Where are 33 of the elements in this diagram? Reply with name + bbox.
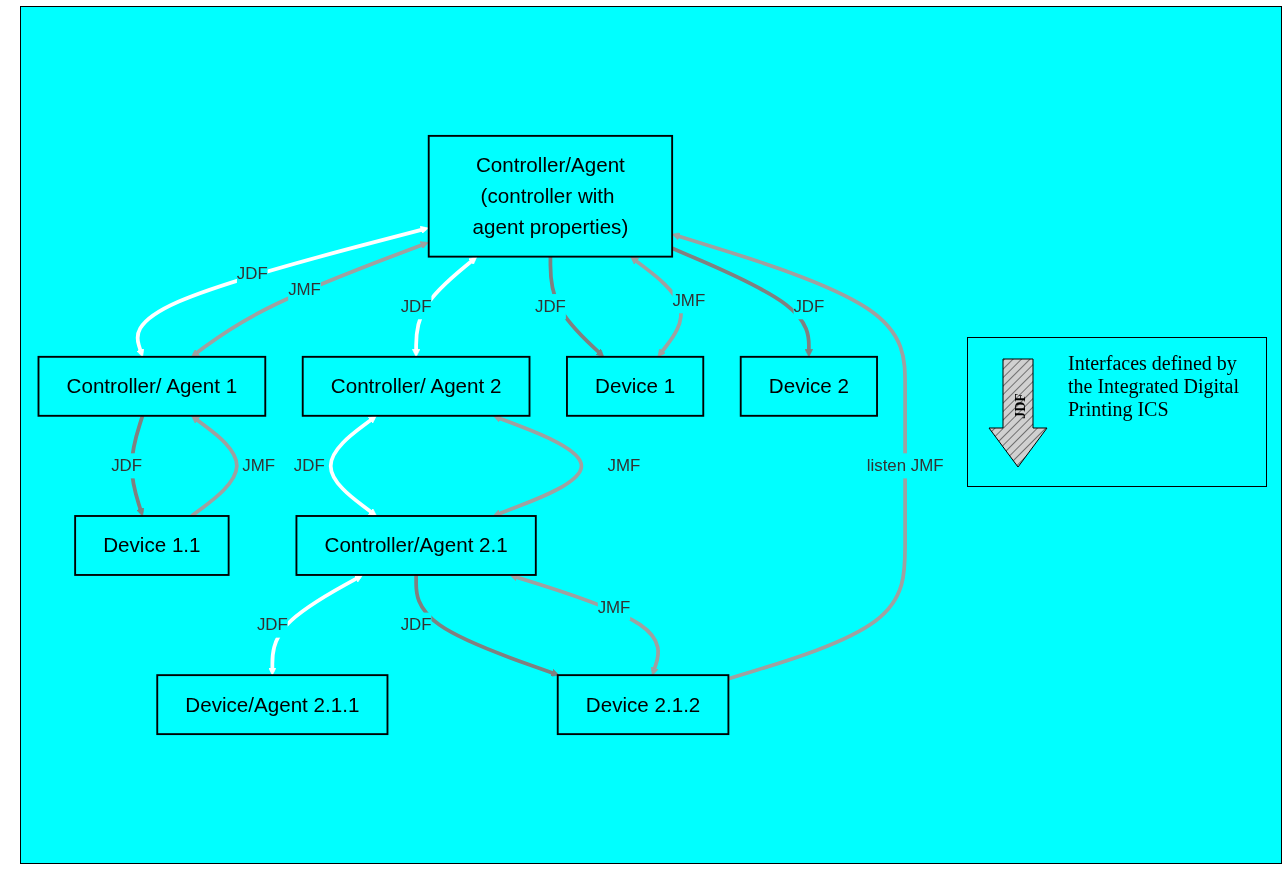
edge-label: JMF [288, 279, 321, 299]
edge-label: JMF [672, 290, 706, 310]
node-box: Device 2 [739, 355, 878, 417]
edge-label: JDF [256, 615, 288, 634]
edge-label: JDF [111, 456, 143, 475]
arrow [671, 232, 907, 681]
arrow-label: JDF [1012, 393, 1029, 419]
legend-text: Interfaces defined by the Integrated Digital Printing ICS [1068, 352, 1241, 421]
node-box: Controller/ Agent 1 [37, 355, 267, 417]
edge-label: JMF [597, 598, 631, 617]
arrow [135, 225, 429, 358]
edge-label: JDF [293, 456, 325, 475]
edge-label: JMF [607, 456, 641, 475]
edge-label: listen JMF [866, 456, 944, 475]
edge-label: JDF [793, 296, 825, 316]
arrow [509, 573, 661, 676]
node-box: Device 1 [566, 355, 705, 417]
edge-label: JDF [400, 615, 432, 634]
edge-label: JMF [242, 456, 276, 475]
node-box: Controller/Agent (controller with agent properties) [427, 134, 674, 258]
edge-label: JDF [236, 264, 268, 283]
edge-label: JDF [400, 296, 432, 316]
arrow [671, 246, 813, 358]
node-box: Device/Agent 2.1.1 [156, 674, 389, 736]
arrow [191, 241, 429, 358]
node-box: Controller/ Agent 2 [301, 355, 531, 417]
node-box: Device 1.1 [74, 515, 230, 576]
edge-label: JDF [534, 296, 566, 316]
arrow [268, 574, 363, 676]
arrow [414, 574, 560, 677]
node-box: Device 2.1.2 [556, 674, 730, 736]
arrow [328, 415, 377, 517]
node-box: Controller/Agent 2.1 [295, 515, 537, 576]
